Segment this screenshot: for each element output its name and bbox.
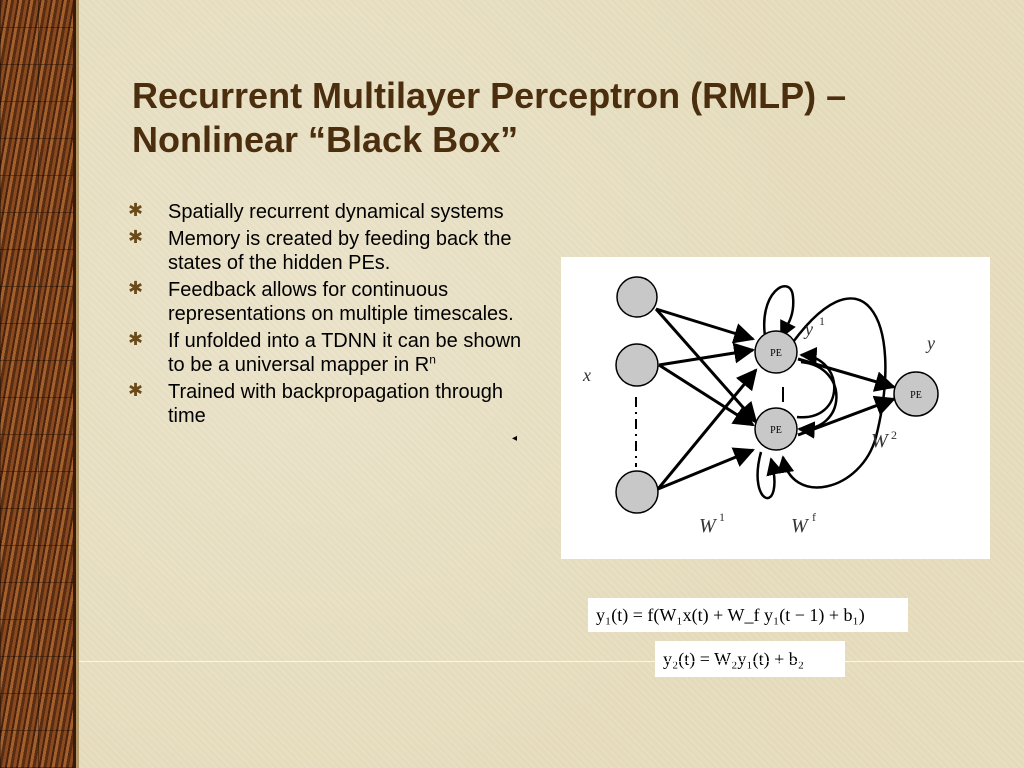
- bullet-text: Memory is created by feeding back the st…: [168, 228, 512, 274]
- bottom-divider: [79, 661, 1024, 662]
- bullet-text: If unfolded into a TDNN it can be shown …: [168, 330, 522, 376]
- title-line-1: Recurrent Multilayer Perceptron (RMLP) –: [132, 75, 847, 116]
- wf-sup: f: [812, 510, 816, 524]
- w2-label: W: [871, 430, 890, 452]
- hidden-y1-sup: 1: [819, 314, 825, 328]
- wf-label: W: [791, 515, 810, 537]
- hidden-node-2-label: PE: [770, 425, 782, 436]
- diagram-labels: x y y 1 W 2 W 1 W f: [582, 314, 935, 537]
- bullet-item: ✱ Feedback allows for continuous represe…: [128, 278, 528, 326]
- input-nodes: [615, 276, 659, 514]
- output-node: PE: [893, 371, 939, 417]
- w1-connections: [654, 307, 758, 491]
- rmlp-network-svg: PE PE PE x y y 1 W 2 W 1 W f: [582, 276, 939, 537]
- bullet-list: ✱ Spatially recurrent dynamical systems …: [128, 200, 528, 431]
- bullet-text: Spatially recurrent dynamical systems: [168, 201, 504, 223]
- equation-hidden-state: y₁(t) = f(W₁x(t) + W_f y₁(t − 1) + b₁): [588, 598, 908, 632]
- bullet-text: Trained with backpropagation through tim…: [168, 381, 504, 427]
- bullet-superscript: n: [429, 352, 436, 367]
- rmlp-diagram: PE PE PE x y y 1 W 2 W 1 W f: [561, 257, 990, 559]
- wood-border-edge: [76, 0, 79, 768]
- star-bullet-icon: ✱: [128, 380, 144, 400]
- equation-output: y₂(t) = W₂y₁(t) + b₂: [655, 641, 845, 677]
- star-bullet-icon: ✱: [128, 200, 144, 220]
- star-bullet-icon: ✱: [128, 329, 144, 349]
- hidden-node-1-label: PE: [770, 348, 782, 359]
- title-line-2: Nonlinear “Black Box”: [132, 119, 519, 160]
- hidden-nodes: PE PE: [754, 330, 798, 451]
- wood-border: [0, 0, 76, 768]
- input-x-label: x: [582, 365, 591, 385]
- wf-feedback-loops: [756, 285, 887, 500]
- bullet-item: ✱ Memory is created by feeding back the …: [128, 227, 528, 275]
- star-bullet-icon: ✱: [128, 227, 144, 247]
- star-bullet-icon: ✱: [128, 278, 144, 298]
- output-y-label: y: [925, 333, 935, 353]
- bullet-text: Feedback allows for continuous represent…: [168, 279, 514, 325]
- output-node-label: PE: [910, 390, 922, 401]
- hidden-y1-label: y: [803, 319, 813, 339]
- w2-sup: 2: [891, 428, 897, 442]
- bullet-item: ✱ Trained with backpropagation through t…: [128, 380, 528, 428]
- w1-sup: 1: [719, 510, 725, 524]
- small-arrow-mark: ◂: [512, 433, 518, 444]
- bullet-item: ✱ Spatially recurrent dynamical systems: [128, 200, 528, 224]
- bullet-item: ✱ If unfolded into a TDNN it can be show…: [128, 329, 528, 377]
- w1-label: W: [699, 515, 718, 537]
- slide-title: Recurrent Multilayer Perceptron (RMLP) –…: [132, 74, 992, 162]
